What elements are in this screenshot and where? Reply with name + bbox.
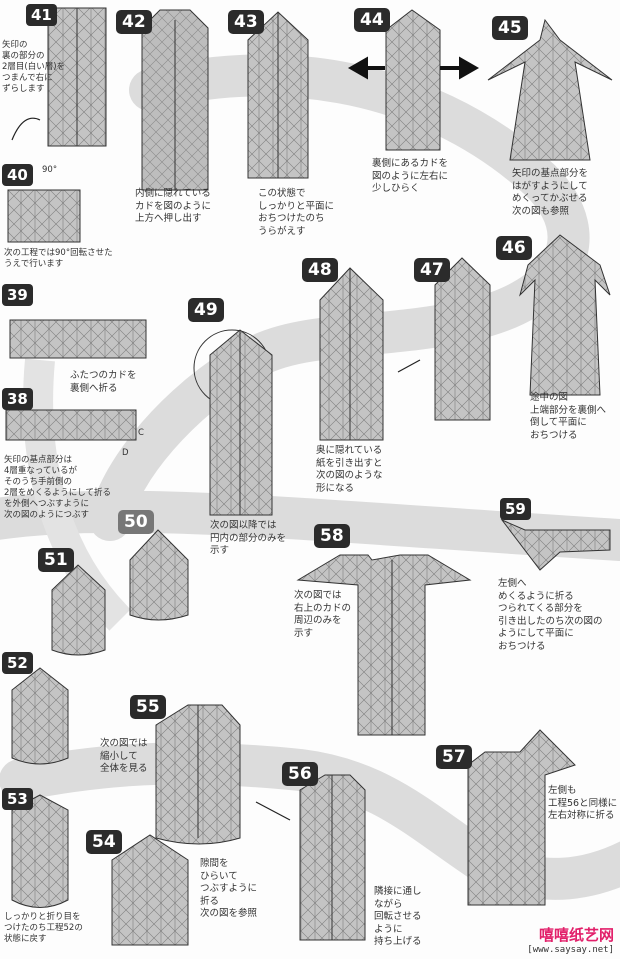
step-44-note: 裏側にあるカドを 図のように左右に 少しひらく	[372, 158, 448, 196]
step-number: 41	[26, 4, 57, 26]
site-watermark: 嘻嘻纸艺网 [www.saysay.net]	[527, 924, 614, 955]
step-number: 53	[2, 788, 33, 810]
step-number: 38	[2, 388, 33, 410]
step-45-note: 矢印の基点部分を はがすようにして めくってかぶせる 次の図も参照	[512, 168, 588, 218]
step-number: 39	[2, 284, 33, 306]
step-number: 42	[116, 10, 152, 34]
step-41-note: 矢印の 裏の部分の 2層目(白い層)を つまんで右に ずらします	[2, 40, 65, 95]
step-number: 52	[2, 652, 33, 674]
step-number: 55	[130, 695, 166, 719]
step-number: 47	[414, 258, 450, 282]
step-48-note: 奥に隠れている 紙を引き出すと 次の図のような 形になる	[316, 445, 383, 495]
step-56-note: 隣接に通し ながら 回転させる ように 持ち上げる	[374, 886, 422, 949]
step-40-note: 次の工程では90°回転させた うえで行います	[4, 248, 113, 270]
step-54-note: 隙間を ひらいて つぶすように 折る 次の図を参照	[200, 858, 257, 921]
step-38-note: 矢印の基点部分は 4層重なっているが そのうち手前側の 2層をめくるようにして折…	[4, 455, 111, 521]
step-49-note: 次の図以降では 円内の部分のみを 示す	[210, 520, 286, 558]
step-number: 50	[118, 510, 154, 534]
step-number: 40	[2, 164, 33, 186]
step-57-note: 左側も 工程56と同様に 左右対称に折る	[548, 785, 617, 823]
step-43-note: この状態で しっかりと平面に おちつけたのち うらがえす	[258, 188, 334, 238]
step-number: 56	[282, 762, 318, 786]
step-number: 46	[496, 236, 532, 260]
step-39-note: ふたつのカドを 裏側へ折る	[70, 370, 137, 395]
step-46-note: 途中の図 上端部分を裏側へ 倒して平面に おちつける	[530, 392, 606, 442]
corner-label-d: D	[122, 448, 129, 459]
step-number: 49	[188, 298, 224, 322]
step-number: 54	[86, 830, 122, 854]
step-number: 59	[500, 498, 531, 520]
step-42-note: 内側に隠れている カドを図のように 上方へ押し出す	[135, 188, 211, 226]
step-number: 58	[314, 524, 350, 548]
step-58-note: 次の図では 右上のカドの 周辺のみを 示す	[294, 590, 351, 640]
step-number: 57	[436, 745, 472, 769]
step-number: 51	[38, 548, 74, 572]
step-number: 48	[302, 258, 338, 282]
step-number: 45	[492, 16, 528, 40]
corner-label-c: C	[138, 428, 144, 439]
watermark-url: [www.saysay.net]	[527, 945, 614, 955]
watermark-title: 嘻嘻纸艺网	[527, 924, 614, 945]
step-number: 44	[354, 8, 390, 32]
step-53-note: しっかりと折り目を つけたのち工程52の 状態に戻す	[4, 912, 83, 945]
step-number: 43	[228, 10, 264, 34]
step-55-note: 次の図では 縮小して 全体を見る	[100, 738, 148, 776]
angle-label: 90°	[42, 165, 57, 176]
step-59-note: 左側へ めくるように折る つられてくる部分を 引き出したのち次の図の ようにして…	[498, 578, 603, 653]
